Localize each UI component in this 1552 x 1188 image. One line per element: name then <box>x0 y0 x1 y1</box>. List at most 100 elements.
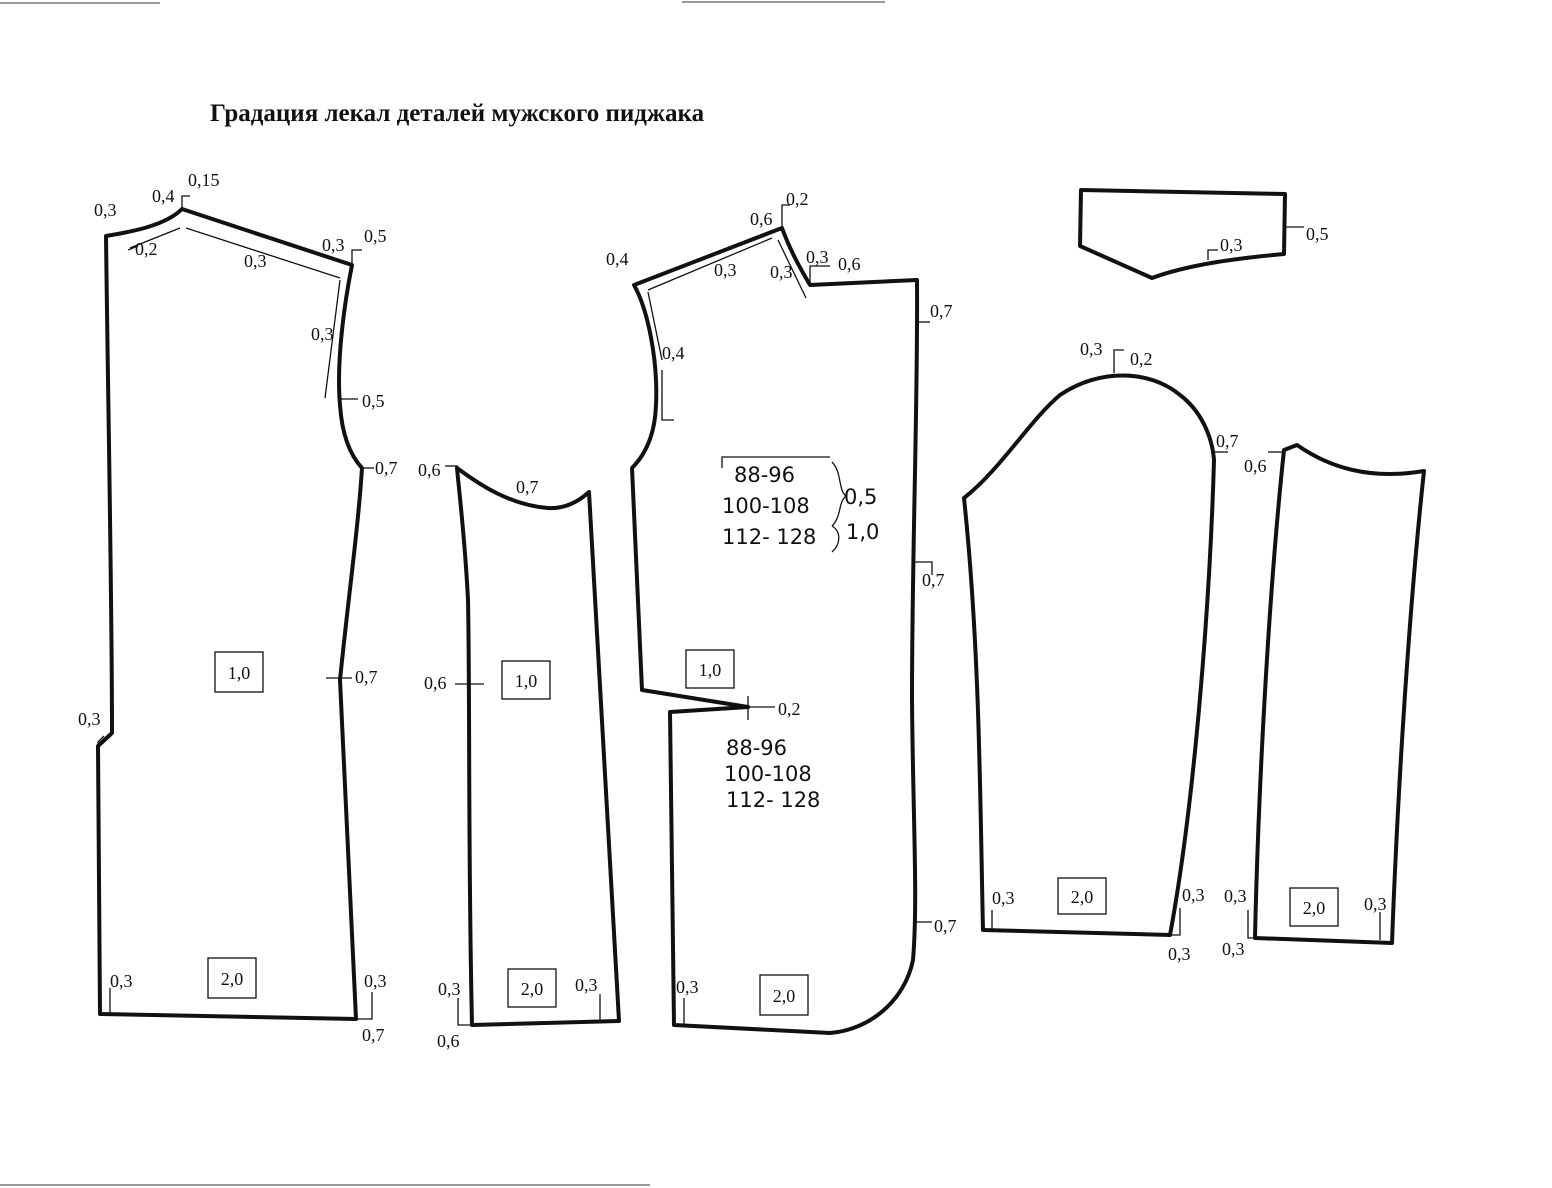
side-label: 0,6 <box>418 460 441 480</box>
upper-sleeve-tick <box>1113 349 1124 373</box>
back-label: 0,7 <box>355 667 378 687</box>
back-label: 0,3 <box>322 235 345 255</box>
back-label: 0,3 <box>110 971 133 991</box>
back-tick <box>351 249 362 265</box>
front-armhole-guide <box>661 370 674 421</box>
front-size-range: 100-108 <box>724 762 812 786</box>
front-size-increment: 0,5 <box>844 485 877 509</box>
side-grade-box-label: 1,0 <box>515 671 538 691</box>
side-panel-outline <box>455 466 621 1027</box>
front-label: 0,6 <box>750 209 773 229</box>
front-grade-box-label: 1,0 <box>699 660 722 680</box>
back-grade-box-label: 1,0 <box>228 663 251 683</box>
back-label: 0,7 <box>375 458 398 478</box>
back-grade-box <box>214 651 264 693</box>
front-grade-box <box>759 974 809 1016</box>
under-sleeve-label: 0,3 <box>1364 894 1387 914</box>
front-label: 0,7 <box>922 570 945 590</box>
back-tick <box>97 735 105 746</box>
front-size-increment: 1,0 <box>846 520 879 544</box>
front-label: 0,3 <box>806 247 829 267</box>
front-size-range: 88-96 <box>726 736 787 760</box>
front-neck-guide <box>777 239 807 299</box>
front-label: 0,7 <box>930 301 953 321</box>
back-label: 0,3 <box>311 324 334 344</box>
back-label: 0,3 <box>364 971 387 991</box>
upper-sleeve-label: 0,3 <box>1168 944 1191 964</box>
side-grade-box <box>507 968 557 1008</box>
front-label: 0,3 <box>676 977 699 997</box>
under-sleeve-piece: 0,6 0,3 0,3 0,3 2,0 <box>1222 443 1426 959</box>
collar-piece: 0,3 0,5 <box>1078 188 1329 280</box>
back-grade-box <box>207 957 257 999</box>
front-size-range: 112- 128 <box>722 525 816 549</box>
front-label: 0,2 <box>778 699 801 719</box>
front-label: 0,7 <box>934 916 957 936</box>
side-grade-box <box>501 660 551 700</box>
side-grade-box-label: 2,0 <box>521 979 544 999</box>
back-label: 0,5 <box>362 391 385 411</box>
under-sleeve-tick <box>1247 910 1255 939</box>
front-tick <box>912 561 933 575</box>
front-shoulder-guide <box>647 237 773 291</box>
front-tick <box>781 204 790 228</box>
front-piece: 0,4 0,6 0,2 0,3 0,3 0,6 0,3 0,7 0,4 0,7 … <box>606 189 957 1035</box>
front-grade-box-label: 2,0 <box>773 986 796 1006</box>
front-size-range: 100-108 <box>722 494 810 518</box>
upper-sleeve-grade-box-label: 2,0 <box>1071 887 1094 907</box>
upper-sleeve-tick <box>1170 908 1181 936</box>
back-piece: 0,3 0,4 0,15 0,2 0,3 0,3 0,5 0,3 0,5 0,7… <box>78 170 398 1045</box>
side-label: 0,3 <box>438 979 461 999</box>
front-brace <box>831 525 840 553</box>
side-label: 0,3 <box>575 975 598 995</box>
back-armhole-guide <box>324 279 341 399</box>
front-label: 0,2 <box>786 189 809 209</box>
under-sleeve-label: 0,3 <box>1224 886 1247 906</box>
scan-artifacts <box>0 1 885 1186</box>
side-tick <box>457 998 472 1026</box>
front-size-range: 112- 128 <box>726 788 820 812</box>
side-label: 0,6 <box>437 1031 460 1051</box>
front-grade-box <box>685 649 735 689</box>
back-label: 0,5 <box>364 226 387 246</box>
front-armhole-guide <box>647 291 663 361</box>
diagram-title: Градация лекал деталей мужского пиджака <box>210 100 705 127</box>
back-label: 0,3 <box>78 709 101 729</box>
under-sleeve-outline <box>1253 443 1426 945</box>
under-sleeve-label: 0,3 <box>1222 939 1245 959</box>
back-neck-guide <box>129 227 181 249</box>
back-tick <box>181 195 190 209</box>
back-shoulder-guide <box>185 227 341 279</box>
back-label: 0,3 <box>244 251 267 271</box>
back-label: 0,3 <box>94 200 117 220</box>
under-sleeve-label: 0,6 <box>1244 456 1267 476</box>
upper-sleeve-piece: 0,3 0,2 0,7 0,3 0,3 0,3 2,0 <box>962 339 1239 964</box>
front-label: 0,6 <box>838 254 861 274</box>
upper-sleeve-label: 0,2 <box>1130 349 1153 369</box>
back-grade-box-label: 2,0 <box>221 969 244 989</box>
back-label: 0,2 <box>135 239 158 259</box>
back-label: 0,15 <box>188 170 220 190</box>
collar-outline <box>1078 188 1287 280</box>
front-size-range: 88-96 <box>734 463 795 487</box>
back-label: 0,4 <box>152 186 175 206</box>
back-outline <box>96 207 364 1021</box>
collar-tick <box>1207 249 1218 260</box>
front-tick <box>809 265 830 285</box>
collar-label: 0,5 <box>1306 224 1329 244</box>
upper-sleeve-label: 0,3 <box>992 888 1015 908</box>
under-sleeve-grade-box <box>1289 887 1339 927</box>
front-brace <box>831 461 848 527</box>
front-label: 0,4 <box>662 343 685 363</box>
side-label: 0,6 <box>424 673 447 693</box>
side-panel-piece: 0,6 0,7 0,6 0,3 0,3 0,6 1,0 2,0 <box>418 460 621 1051</box>
collar-label: 0,3 <box>1220 235 1243 255</box>
side-label: 0,7 <box>516 477 539 497</box>
back-tick <box>356 992 373 1020</box>
under-sleeve-grade-box-label: 2,0 <box>1303 898 1326 918</box>
upper-sleeve-label: 0,3 <box>1182 885 1205 905</box>
upper-sleeve-label: 0,7 <box>1216 431 1239 451</box>
front-outline <box>630 226 920 1035</box>
front-label: 0,3 <box>714 260 737 280</box>
